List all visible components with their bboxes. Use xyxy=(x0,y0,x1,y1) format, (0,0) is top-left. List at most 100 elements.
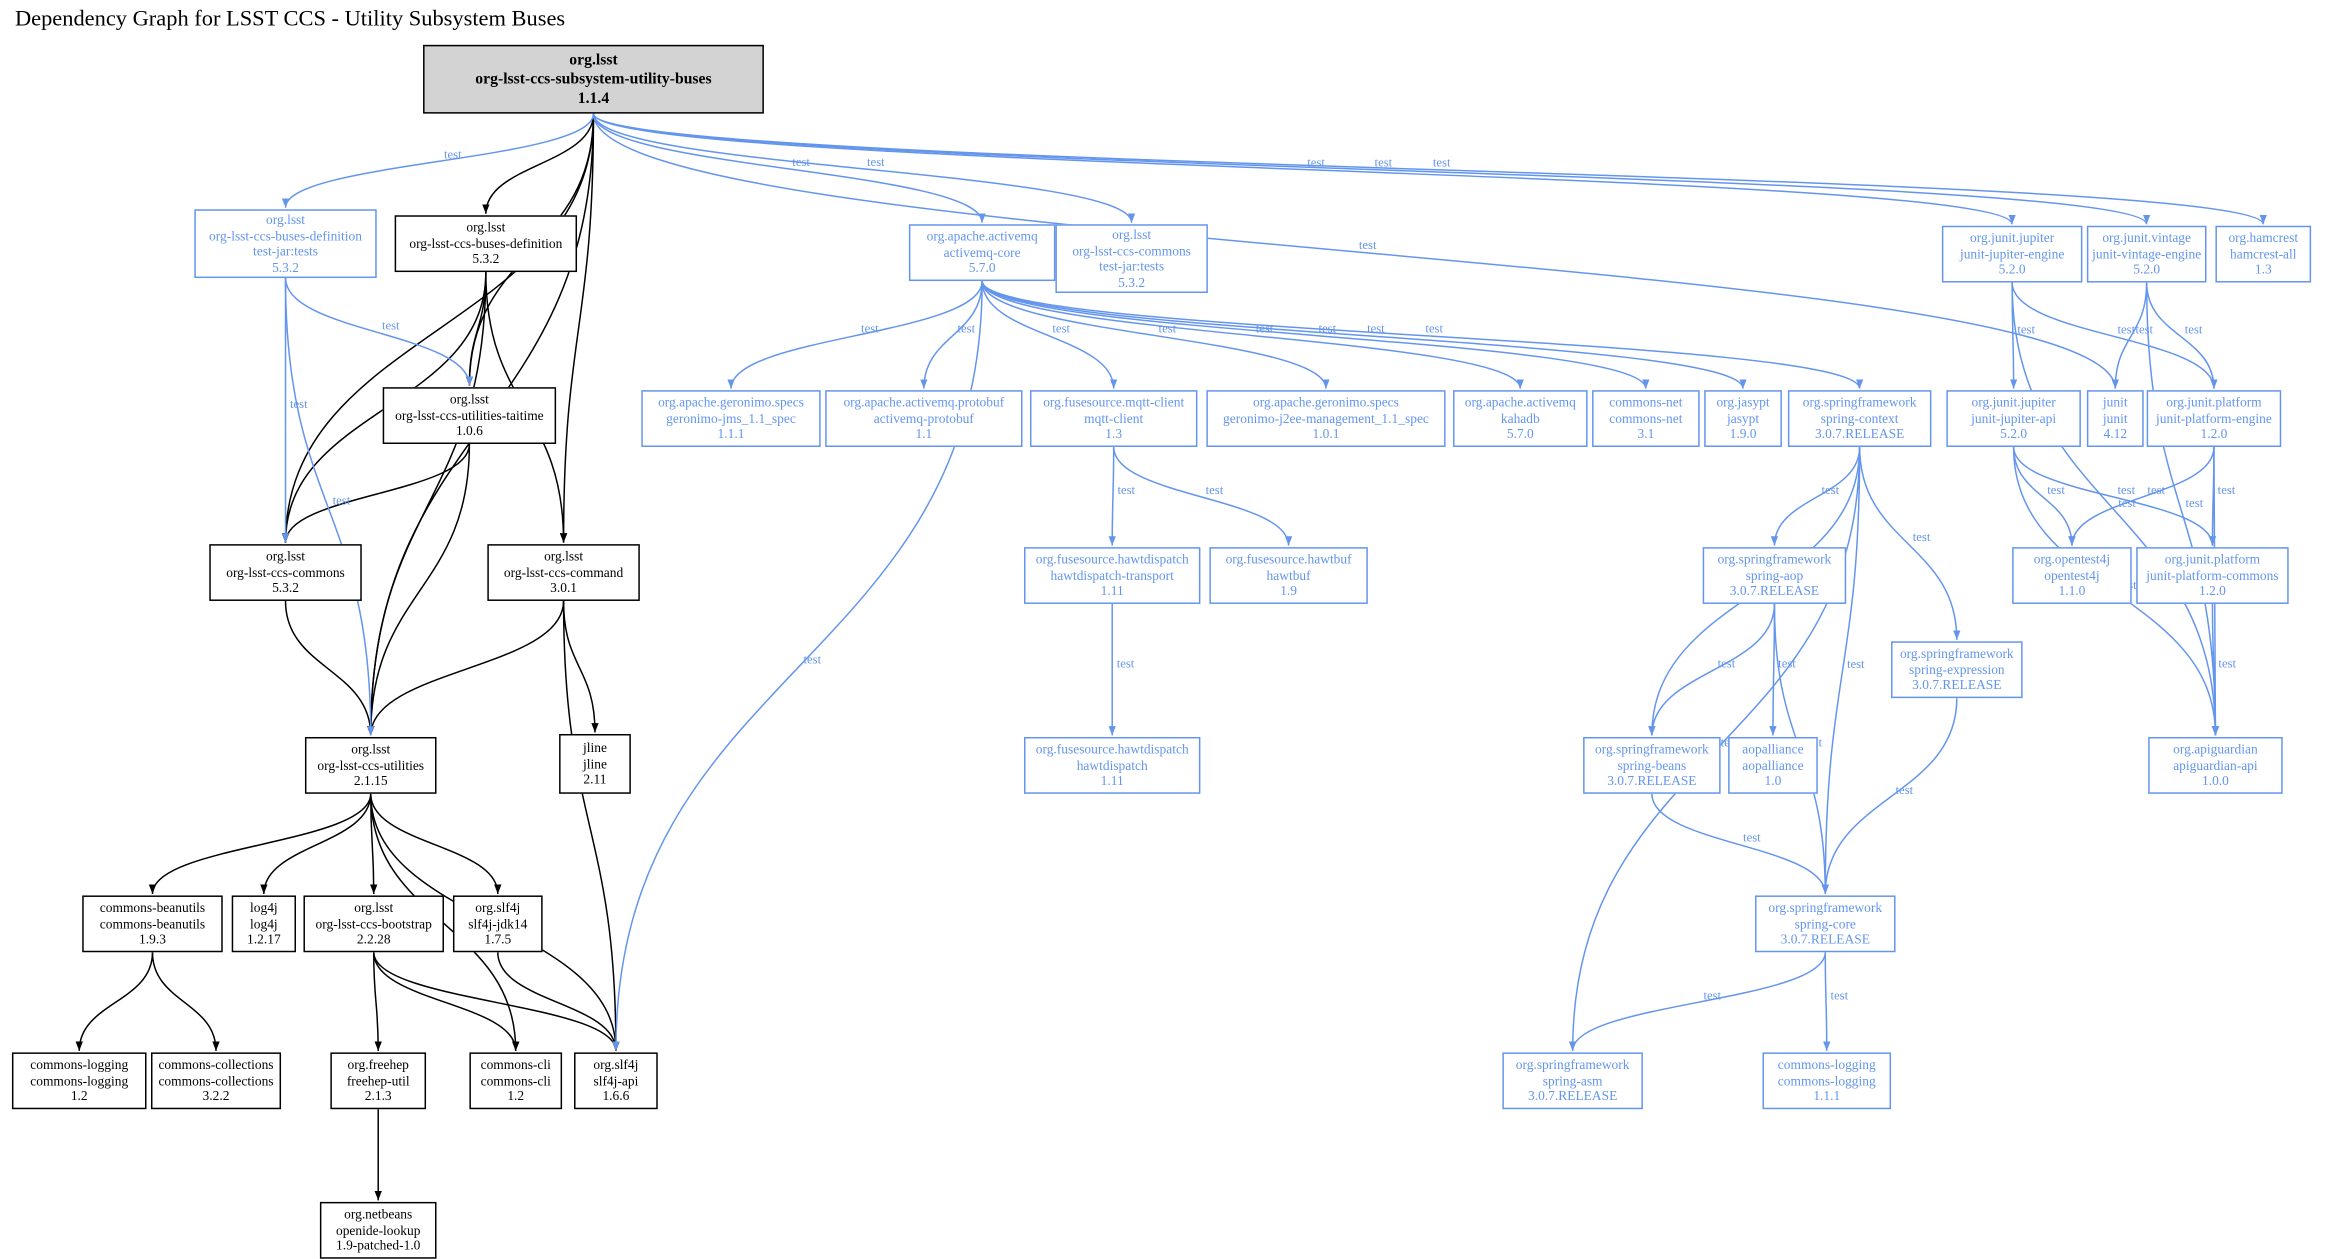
node-label-line: commons-cli xyxy=(480,1057,551,1073)
edge-activemq_core-mqtt_client xyxy=(981,281,1118,389)
node-label-line: 1.0.0 xyxy=(2201,773,2229,789)
edge-label: test xyxy=(2185,322,2203,336)
node-label-line: org.springframework xyxy=(1515,1057,1630,1073)
edge-label: test xyxy=(2218,483,2236,497)
node-label-line: org.springframework xyxy=(1899,646,2014,662)
edge-activemq_core-commons_net xyxy=(981,280,1650,389)
edge-label: test xyxy=(1052,322,1070,336)
node-label-line: commons-collections xyxy=(158,1072,274,1088)
node-label-line: org.lsst xyxy=(466,220,506,236)
node-label-line: aopalliance xyxy=(1742,741,1804,757)
node-label-line: org.lsst xyxy=(266,212,306,228)
edge-label: test xyxy=(2118,483,2136,497)
node-label-line: org-lsst-ccs-buses-definition xyxy=(209,227,362,243)
node-label-line: junit-jupiter-engine xyxy=(1959,246,2065,262)
edge-bootstrap-slf4j_api xyxy=(372,952,620,1051)
node-label-line: spring-core xyxy=(1794,915,1856,931)
edge-commons_beanutils-commons_logging_12 xyxy=(75,952,154,1051)
node-label-line: org.lsst xyxy=(544,549,584,564)
edge-label: test xyxy=(1822,483,1840,497)
edge-activemq_core-spring_context xyxy=(981,280,1864,389)
edge-root-buses_def_tests xyxy=(281,113,595,208)
node-label-line: freehep-util xyxy=(346,1072,410,1088)
edge-ccs_utilities-slf4j_jdk14 xyxy=(369,793,502,894)
node-label-line: commons-logging xyxy=(1777,1072,1876,1088)
edge-junit_jupiter_api-opentest4j xyxy=(2012,446,2076,546)
node-label-line: org.jasypt xyxy=(1716,395,1770,410)
node-label-line: 3.1 xyxy=(1637,426,1655,442)
node-label-line: org.springframework xyxy=(1768,900,1883,916)
edge-root-junit_vintage_engine xyxy=(592,113,2151,225)
node-label-line: org.hamcrest xyxy=(2228,230,2299,246)
edge-label: test xyxy=(1425,322,1443,336)
node-label-line: 1.9.3 xyxy=(139,931,166,947)
edge-label: test xyxy=(2218,656,2236,670)
node-label-line: org.fusesource.hawtdispatch xyxy=(1035,741,1189,757)
node-label-line: kahadb xyxy=(1500,410,1540,426)
node-label-line: 2.2.28 xyxy=(356,931,391,947)
node-label-line: org.junit.jupiter xyxy=(1970,230,2055,246)
edge-taitime-ccs_commons xyxy=(281,443,471,543)
node-label-line: spring-beans xyxy=(1617,757,1687,773)
node-label-line: log4j xyxy=(249,915,278,931)
node-label-line: 1.7.5 xyxy=(484,931,512,947)
edge-root-activemq_core xyxy=(592,113,986,223)
node-label-line: org-lsst-ccs-commons xyxy=(226,564,345,580)
node-label-line: org.junit.jupiter xyxy=(1971,395,2056,410)
node-label-line: commons-net xyxy=(1609,395,1683,410)
edge-bootstrap-commons_cli xyxy=(372,952,520,1051)
node-label-line: spring-asm xyxy=(1542,1072,1603,1088)
node-label-line: org-lsst-ccs-command xyxy=(503,564,624,580)
node-label-line: org.slf4j xyxy=(475,900,521,916)
edge-spring_context-spring_core xyxy=(1821,446,1861,894)
edge-label: test xyxy=(382,319,400,333)
node-label-line: 1.1 xyxy=(915,426,933,442)
node-label-line: 1.1.1 xyxy=(1813,1088,1841,1104)
edge-mqtt_client-hawtbuf xyxy=(1112,446,1293,546)
node-label-line: org.junit.platform xyxy=(2166,395,2262,410)
node-label-line: 1.2.17 xyxy=(247,931,281,947)
node-label-line: jline xyxy=(583,756,607,771)
edge-ccs_command-slf4j_api xyxy=(562,600,620,1051)
node-label-line: spring-expression xyxy=(1908,661,2005,677)
edge-activemq_core-geronimo_jms xyxy=(727,281,983,389)
node-label-line: junit-vintage-engine xyxy=(2092,246,2202,262)
edge-commons_beanutils-commons_collections xyxy=(151,952,220,1051)
node-label-line: commons-collections xyxy=(158,1057,274,1073)
node-label-line: hawtdispatch-transport xyxy=(1050,567,1174,583)
node-label-line: aopalliance xyxy=(1742,757,1804,773)
node-label-line: 3.2.2 xyxy=(202,1088,230,1104)
edge-mqtt_client-hawtdispatch_transport xyxy=(1108,446,1116,546)
edge-label: test xyxy=(1359,238,1377,252)
edge-root-commons_tests xyxy=(592,113,1136,223)
node-label-line: org-lsst-ccs-commons xyxy=(1072,242,1191,258)
edge-root-buses_def xyxy=(482,113,595,214)
node-label-line: 1.2 xyxy=(70,1088,88,1104)
node-label-line: 3.0.7.RELEASE xyxy=(1527,1088,1618,1104)
node-label-line: commons-logging xyxy=(30,1072,129,1088)
node-label-line: hawtdispatch xyxy=(1076,757,1148,773)
node-label-line: org.springframework xyxy=(1717,551,1832,567)
node-label-line: 1.6.6 xyxy=(602,1088,630,1104)
